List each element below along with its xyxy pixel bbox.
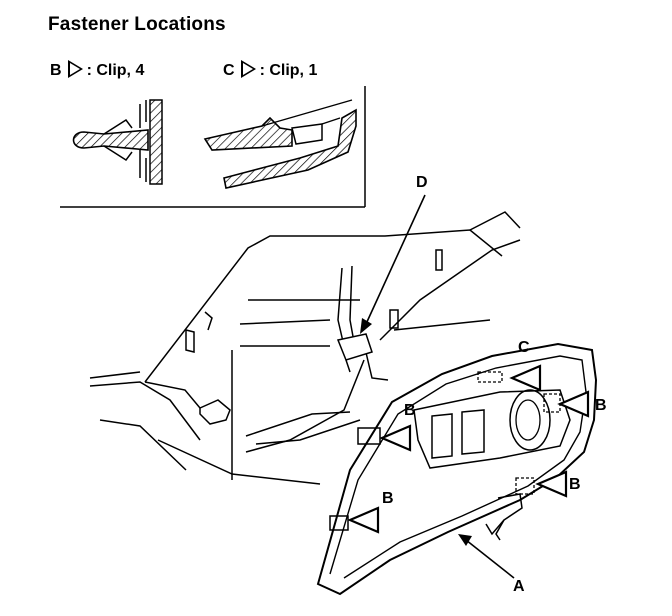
leader-d (360, 194, 426, 334)
page-title: Fastener Locations (48, 14, 226, 35)
callout-b-4: B (569, 476, 581, 493)
clip-b-detail (72, 99, 163, 185)
callout-b-2: B (382, 490, 394, 507)
legend-c-text: : Clip, 1 (259, 62, 318, 79)
clip-c-marker (509, 364, 542, 392)
clip-b-marker-3 (557, 390, 590, 418)
callout-d: D (416, 174, 428, 191)
callout-c: C (518, 339, 530, 356)
clip-b-marker-4 (535, 470, 568, 498)
legend-c-letter: C (223, 62, 235, 79)
legend-clip-c: C : Clip, 1 (223, 60, 317, 80)
clip-b-marker-2 (347, 506, 380, 534)
callout-b-3: B (595, 397, 607, 414)
triangle-icon (67, 60, 83, 78)
leader-a (458, 534, 515, 579)
callout-b-1: B (404, 402, 416, 419)
dashboard-structure (89, 211, 521, 485)
clip-b-marker-1 (379, 424, 412, 452)
triangle-icon (240, 60, 256, 78)
legend-b-letter: B (50, 62, 62, 79)
connector-d (336, 265, 373, 373)
callout-a: A (513, 578, 525, 595)
inset-frame (60, 86, 366, 208)
clip-c-detail (203, 99, 357, 189)
legend-b-text: : Clip, 4 (86, 62, 145, 79)
trim-panel-a (316, 342, 598, 596)
legend-clip-b: B : Clip, 4 (50, 60, 144, 80)
